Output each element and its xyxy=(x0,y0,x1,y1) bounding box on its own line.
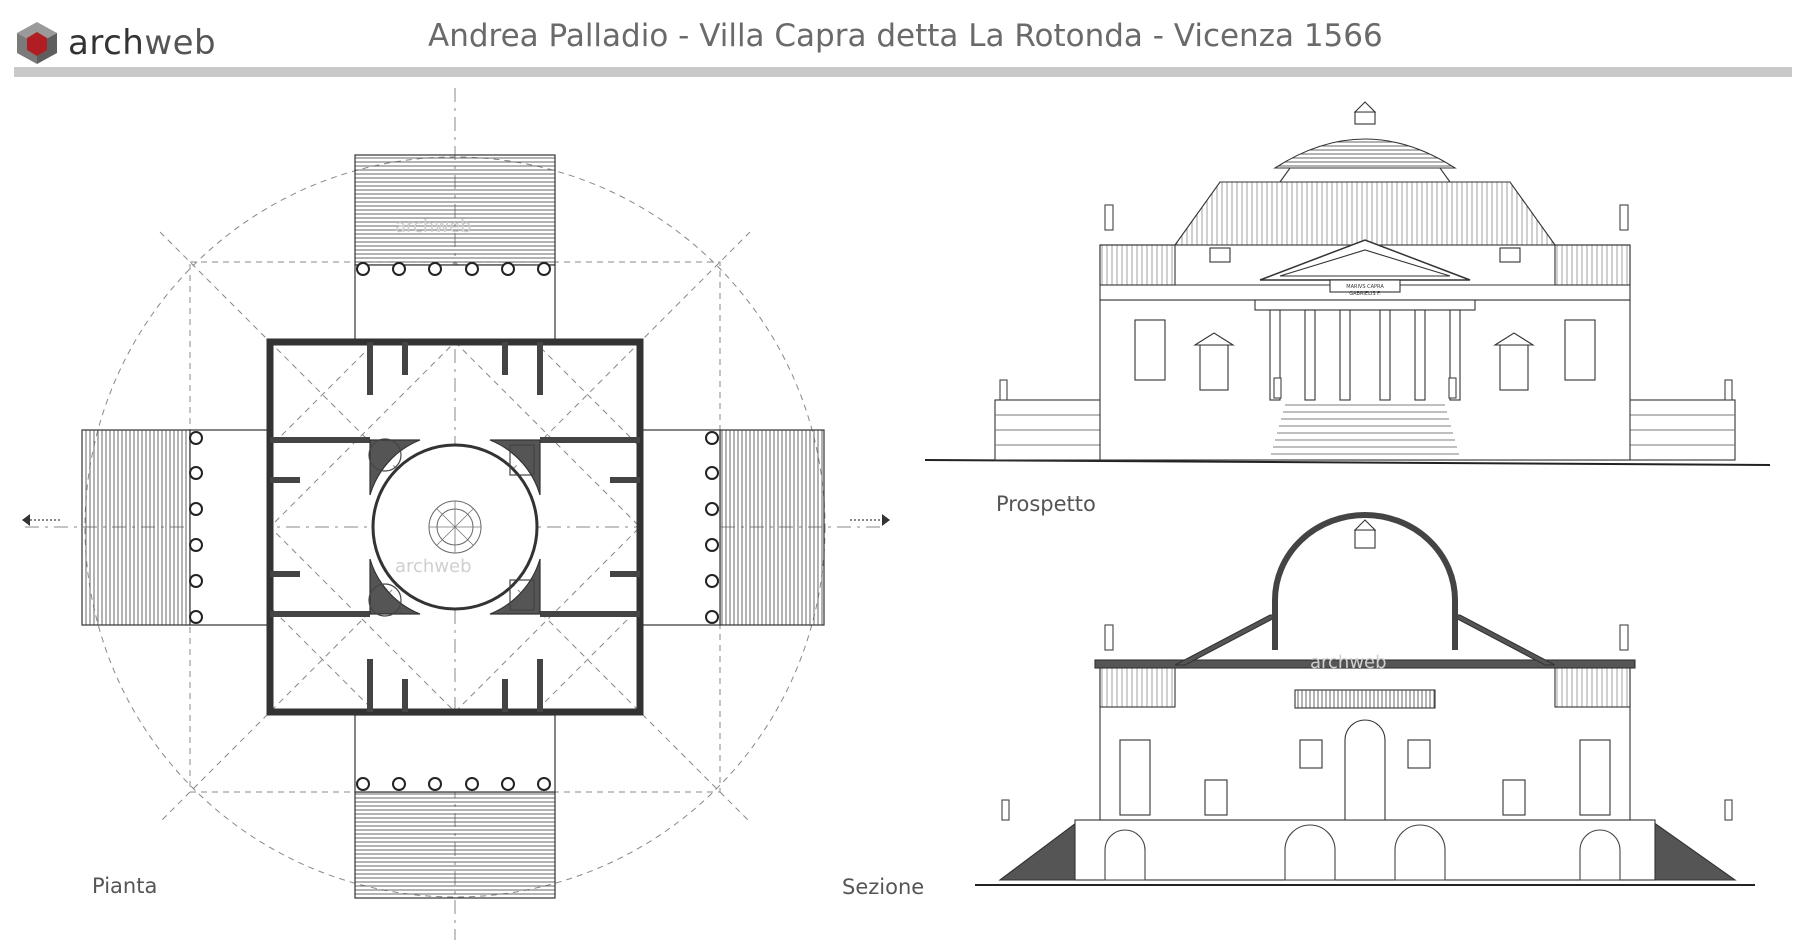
elevation-statues xyxy=(999,204,1733,401)
plan-interior-walls xyxy=(270,342,640,712)
plan-watermark: archweb xyxy=(395,556,472,577)
elevation-label: Prospetto xyxy=(996,492,1096,516)
plan-drawing: archweb archweb xyxy=(22,88,890,940)
elevation-inscription-line2: GABRIELIS F. xyxy=(1349,291,1381,297)
header-divider xyxy=(14,67,1792,77)
logo-wordmark-light: web xyxy=(144,23,217,63)
drawing-canvas: archweb archweb MARIVS CAPRA GABRIELIS F… xyxy=(22,88,1771,940)
elevation-columns xyxy=(1269,309,1461,401)
elevation-windows xyxy=(1134,247,1596,391)
section-label: Sezione xyxy=(842,875,925,899)
archweb-logo[interactable]: archweb xyxy=(14,20,216,66)
plan-rotunda xyxy=(368,438,541,617)
plan-label: Pianta xyxy=(92,874,158,898)
section-drawing: archweb xyxy=(975,512,1755,886)
header: archweb Andrea Palladio - Villa Capra de… xyxy=(0,0,1800,80)
logo-cube-icon xyxy=(17,22,57,64)
elevation-drawing: MARIVS CAPRA GABRIELIS F. xyxy=(924,101,1771,466)
elevation-inscription-line1: MARIVS CAPRA xyxy=(1346,284,1384,290)
logo-wordmark-strong: arch xyxy=(68,23,145,63)
plan-watermark-top: archweb xyxy=(395,216,472,237)
logo-wordmark: archweb xyxy=(68,23,216,63)
plan-stairs xyxy=(81,154,825,899)
page-title: Andrea Palladio - Villa Capra detta La R… xyxy=(428,18,1383,54)
section-marker-icon xyxy=(22,514,890,526)
section-watermark: archweb xyxy=(1310,652,1387,673)
section-statues xyxy=(1001,624,1733,821)
plan-outer-walls xyxy=(266,338,644,716)
plan-columns xyxy=(189,262,719,791)
